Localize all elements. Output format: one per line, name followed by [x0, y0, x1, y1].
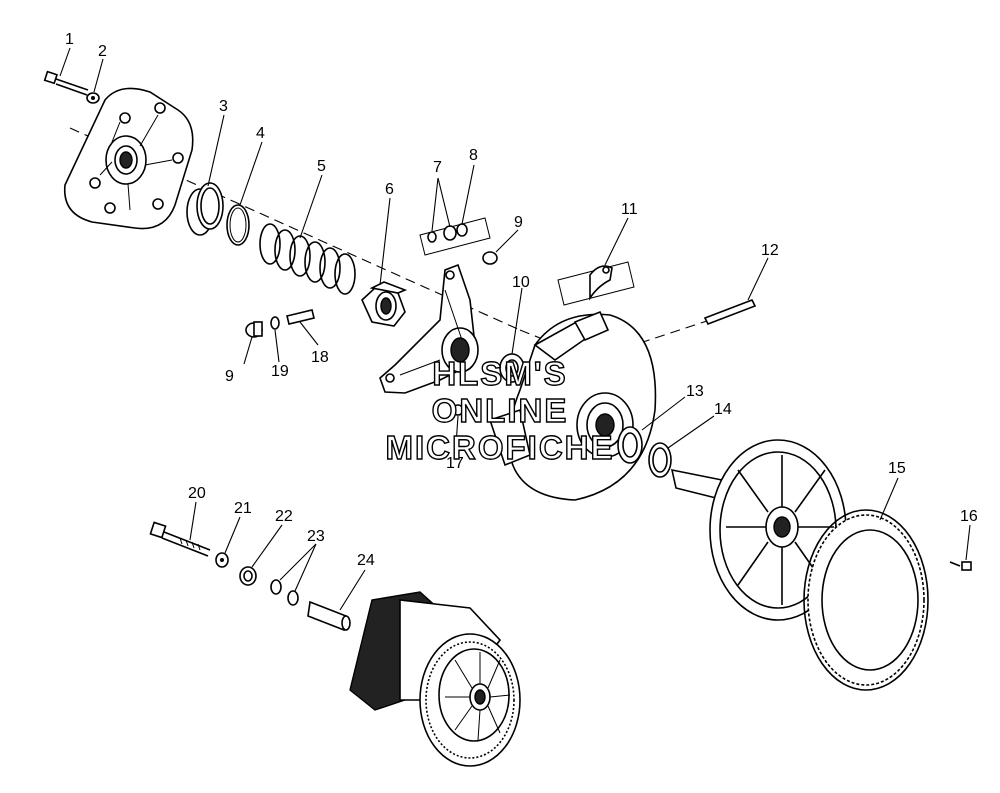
part-22-washer — [239, 566, 257, 586]
part-7-8-inset — [419, 217, 491, 256]
callout-24: 24 — [357, 552, 375, 569]
callout-1: 1 — [65, 31, 74, 48]
callout-2: 2 — [98, 43, 107, 60]
watermark-line-2: ONLINE — [432, 392, 569, 429]
callout-21: 21 — [234, 500, 252, 517]
assembled-clutch — [349, 591, 521, 767]
callout-9-left: 9 — [225, 368, 234, 385]
part-13-bushing — [617, 426, 643, 464]
callout-22: 22 — [275, 508, 293, 525]
part-24-sleeve — [307, 600, 351, 632]
part-9-button-left — [245, 321, 263, 338]
part-17-nut — [452, 404, 464, 416]
leader-lines — [59, 47, 971, 611]
callout-15: 15 — [888, 460, 906, 477]
part-4-snap-ring — [226, 204, 250, 246]
callout-20: 20 — [188, 485, 206, 502]
part-3-bushing — [186, 182, 224, 236]
part-20-bolt — [149, 521, 211, 557]
watermark: HLSM'S ONLINE MICROFICHE — [385, 354, 615, 466]
callout-19: 19 — [271, 363, 289, 380]
callout-5: 5 — [317, 158, 326, 175]
callout-8: 8 — [469, 147, 478, 164]
part-11-inset — [557, 261, 635, 306]
callout-7: 7 — [433, 159, 442, 176]
callout-17: 17 — [446, 455, 464, 472]
callout-13: 13 — [686, 383, 704, 400]
callout-numbers: 1 2 3 4 5 6 7 8 9 9 10 11 12 13 14 15 16… — [65, 31, 978, 569]
cover-housing — [63, 87, 194, 230]
part-14-ring — [648, 442, 672, 478]
part-5-spring — [259, 223, 356, 295]
part-6-spider — [361, 281, 408, 327]
part-2-washer — [86, 92, 100, 104]
callout-10: 10 — [512, 274, 530, 291]
part-18-pin — [286, 309, 315, 325]
callout-11: 11 — [621, 201, 638, 218]
watermark-line-3: MICROFICHE — [386, 429, 615, 466]
part-19-o-ring — [270, 316, 280, 330]
watermark-line-1: HLSM'S — [432, 355, 567, 392]
part-23-o-rings — [270, 579, 299, 606]
part-12-pin — [703, 298, 757, 326]
callout-6: 6 — [385, 181, 394, 198]
callout-12: 12 — [761, 242, 779, 259]
spider-arm — [379, 263, 479, 394]
callout-3: 3 — [219, 98, 228, 115]
callout-4: 4 — [256, 125, 265, 142]
callout-18: 18 — [311, 349, 329, 366]
callout-14: 14 — [714, 401, 732, 418]
part-15-ring-gear — [803, 509, 929, 691]
part-1-bolt — [43, 70, 89, 96]
callout-23: 23 — [307, 528, 325, 545]
part-16-screw — [949, 561, 972, 571]
part-21-washer — [215, 552, 229, 568]
part-10-washer — [499, 353, 525, 383]
callout-16: 16 — [960, 508, 978, 525]
callout-9-right: 9 — [514, 214, 523, 231]
part-9-button-right — [482, 251, 498, 265]
